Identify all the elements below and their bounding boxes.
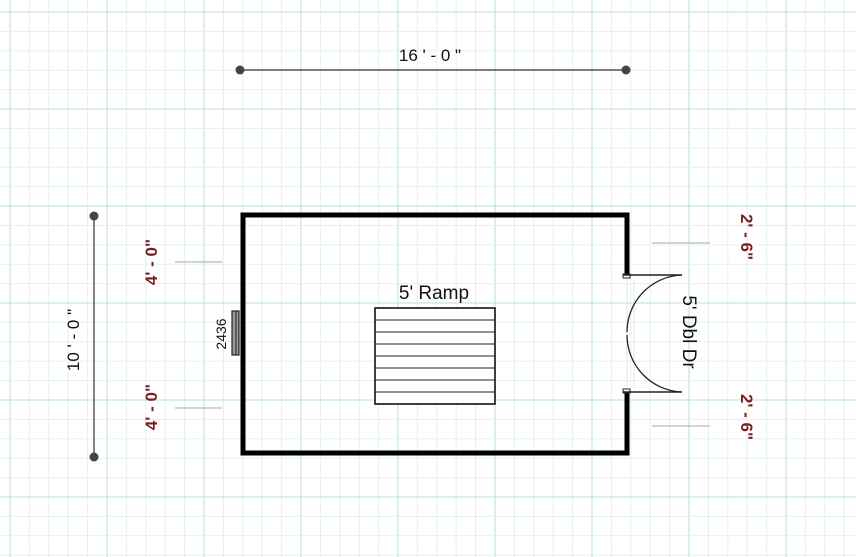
right-segment-dimensions: 2' - 6" 2' - 6" [652, 214, 756, 440]
door-label: 5' Dbl Dr [678, 295, 699, 369]
room-walls[interactable] [240, 212, 630, 456]
double-door[interactable]: 5' Dbl Dr [622, 273, 699, 394]
window-label: 2436 [213, 318, 229, 349]
left-segment-dimensions: 4' - 0" 4' - 0" [142, 239, 222, 430]
ramp-treads [375, 319, 495, 393]
right-segment-upper-label: 2' - 6" [737, 214, 756, 260]
left-height-dimension[interactable]: 10 ' - 0 " [64, 211, 99, 462]
window-2436[interactable]: 2436 [213, 310, 240, 356]
top-width-label: 16 ' - 0 " [399, 46, 461, 65]
ramp[interactable]: 5' Ramp [374, 283, 496, 405]
right-segment-lower-label: 2' - 6" [737, 394, 756, 440]
left-segment-upper-label: 4' - 0" [142, 239, 161, 285]
left-segment-lower-label: 4' - 0" [142, 384, 161, 430]
left-height-label: 10 ' - 0 " [64, 309, 83, 371]
ramp-label: 5' Ramp [399, 283, 469, 304]
top-width-dimension[interactable]: 16 ' - 0 " [235, 46, 631, 75]
